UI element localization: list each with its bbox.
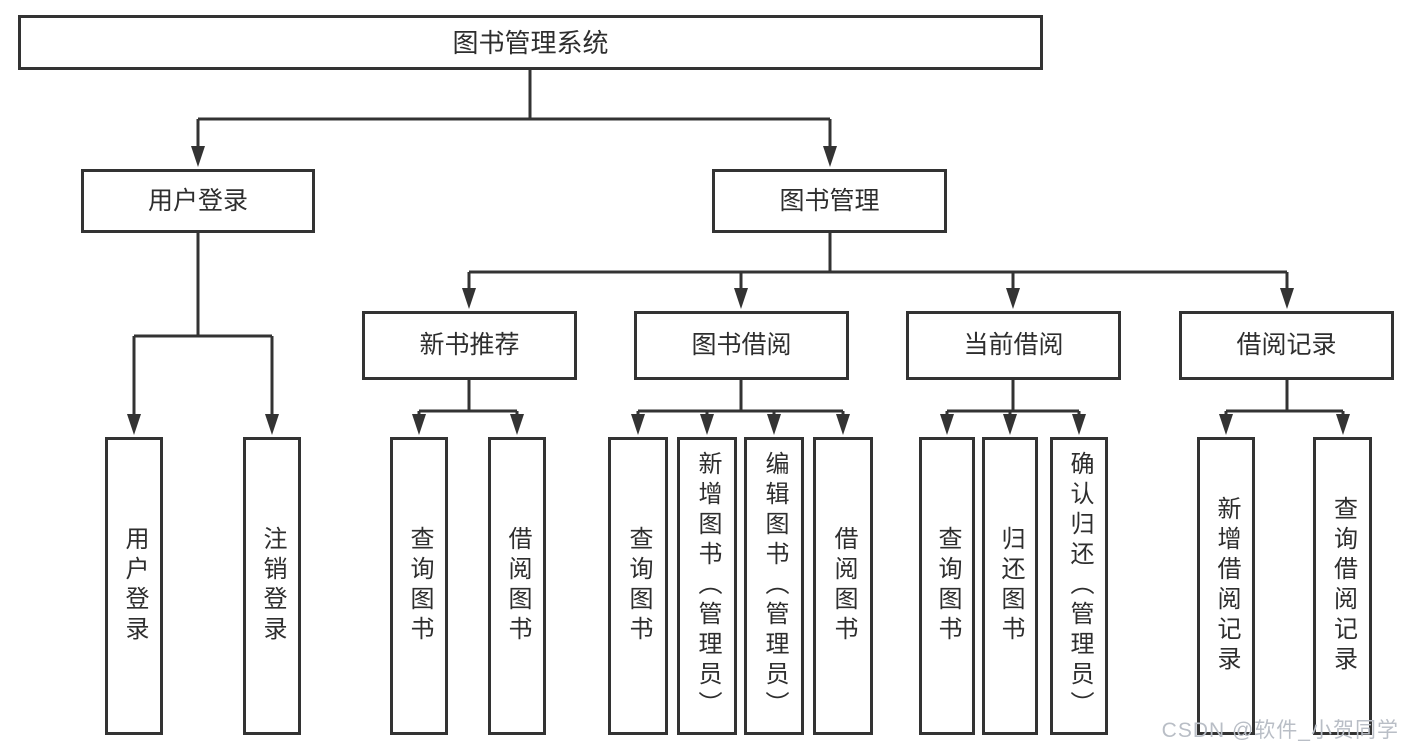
arrowhead (700, 414, 714, 435)
connector-current-leaves (940, 380, 1086, 435)
node-user-login: 用户登录 (81, 169, 315, 233)
node-book-management: 图书管理 (712, 169, 947, 233)
node-borrowing-records: 借阅记录 (1179, 311, 1394, 380)
leaf-current-confirm-return-admin: 确认归还（管理员） (1050, 437, 1108, 735)
leaf-recommend-borrow-books: 借阅图书 (488, 437, 546, 735)
arrowhead (836, 414, 850, 435)
arrowhead (510, 414, 524, 435)
connector-root-to-level2 (191, 70, 837, 167)
arrowhead (940, 414, 954, 435)
node-book-borrowing: 图书借阅 (634, 311, 849, 380)
arrowhead (1072, 414, 1086, 435)
arrowhead (1006, 288, 1020, 309)
leaf-borrowing-query-books: 查询图书 (608, 437, 668, 735)
leaf-current-query-books: 查询图书 (919, 437, 975, 735)
node-new-book-recommend: 新书推荐 (362, 311, 577, 380)
arrowhead (631, 414, 645, 435)
arrowhead (412, 414, 426, 435)
node-current-borrowing: 当前借阅 (906, 311, 1121, 380)
leaf-borrowing-borrow-books: 借阅图书 (813, 437, 873, 735)
leaf-borrowing-edit-books-admin: 编辑图书（管理员） (744, 437, 804, 735)
arrowhead (1280, 288, 1294, 309)
arrowhead (127, 414, 141, 435)
leaf-borrowing-add-books-admin: 新增图书（管理员） (677, 437, 737, 735)
arrowhead (191, 146, 205, 167)
arrowhead (734, 288, 748, 309)
leaf-user-login: 用户登录 (105, 437, 163, 735)
arrowhead (1219, 414, 1233, 435)
connector-records-leaves (1219, 380, 1350, 435)
leaf-recommend-query-books: 查询图书 (390, 437, 448, 735)
arrowhead (823, 146, 837, 167)
csdn-watermark: CSDN @软件_小贺同学 (1161, 719, 1399, 742)
node-library-system: 图书管理系统 (18, 15, 1043, 70)
leaf-records-add-record: 新增借阅记录 (1197, 437, 1255, 735)
arrowhead (462, 288, 476, 309)
arrowhead (1003, 414, 1017, 435)
connector-recommend-leaves (412, 380, 524, 435)
connector-login-to-leaves (127, 233, 279, 435)
leaf-logout: 注销登录 (243, 437, 301, 735)
leaf-records-query-record: 查询借阅记录 (1313, 437, 1372, 735)
arrowhead (767, 414, 781, 435)
arrowhead (265, 414, 279, 435)
arrowhead (1336, 414, 1350, 435)
leaf-current-return-books: 归还图书 (982, 437, 1038, 735)
connector-management-to-level3 (462, 233, 1294, 309)
connector-borrowing-leaves (631, 380, 850, 435)
